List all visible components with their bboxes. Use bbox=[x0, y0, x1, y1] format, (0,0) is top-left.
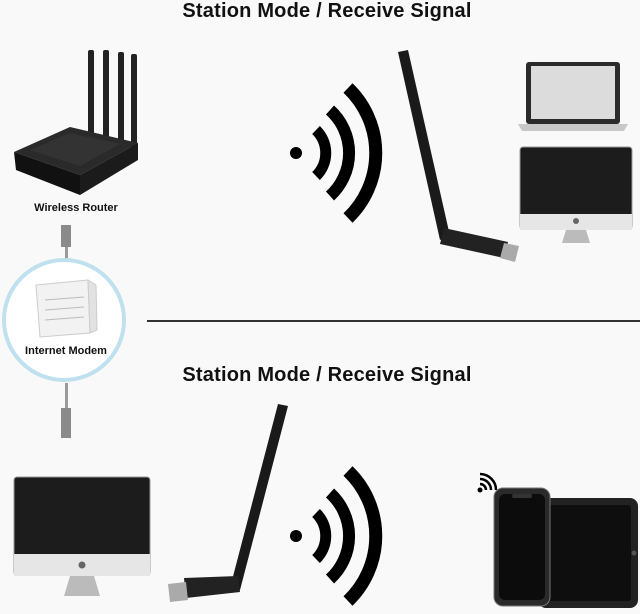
desktop-monitor-icon-bottom bbox=[13, 476, 151, 596]
laptop-icon bbox=[518, 62, 628, 131]
bottom-section-title: Station Mode / Receive Signal bbox=[182, 364, 472, 386]
internet-modem-icon bbox=[2, 258, 126, 382]
top-section-title: Station Mode / Receive Signal bbox=[182, 0, 472, 22]
ethernet-cable-icon-bottom bbox=[61, 383, 71, 438]
wifi-signal-icon bbox=[290, 83, 383, 223]
tablet-icon bbox=[538, 498, 638, 608]
wireless-router-icon bbox=[14, 50, 138, 195]
router-label: Wireless Router bbox=[34, 202, 118, 214]
wifi-signal-icon-bottom bbox=[290, 466, 383, 606]
small-wifi-icon bbox=[477, 472, 498, 493]
desktop-monitor-icon bbox=[519, 146, 633, 243]
smartphone-icon bbox=[493, 487, 551, 607]
usb-wifi-adapter-icon-bottom bbox=[168, 404, 288, 602]
ethernet-cable-icon bbox=[61, 225, 71, 261]
usb-wifi-adapter-icon bbox=[398, 50, 519, 262]
section-divider bbox=[147, 320, 640, 322]
modem-label: Internet Modem bbox=[25, 345, 107, 357]
